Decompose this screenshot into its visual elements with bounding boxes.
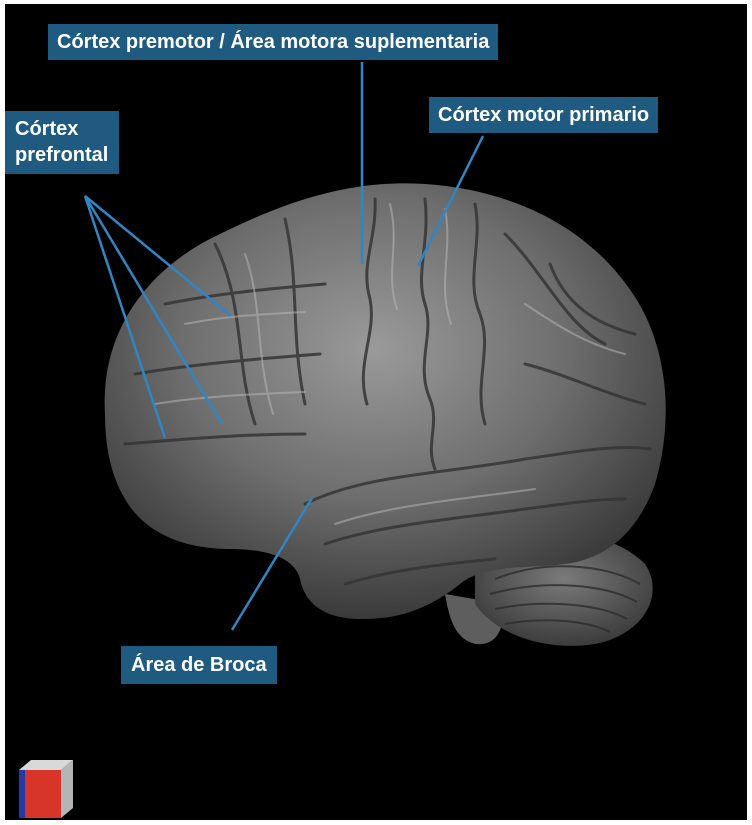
label-premotor-text: Córtex premotor / Área motora suplementa… [57, 31, 489, 53]
cerebrum [105, 183, 666, 619]
label-prefrontal-line1: Córtex [15, 116, 108, 142]
label-motor-primary: Córtex motor primario [429, 97, 658, 133]
label-prefrontal-line2: prefrontal [15, 142, 108, 168]
label-broca: Área de Broca [121, 646, 277, 684]
label-prefrontal: Córtex prefrontal [5, 111, 119, 174]
label-broca-text: Área de Broca [131, 654, 267, 676]
label-premotor: Córtex premotor / Área motora suplementa… [48, 24, 498, 60]
label-motor-primary-text: Córtex motor primario [438, 104, 649, 126]
diagram-canvas: Córtex premotor / Área motora suplementa… [5, 4, 747, 820]
orientation-cube-icon [17, 756, 75, 818]
